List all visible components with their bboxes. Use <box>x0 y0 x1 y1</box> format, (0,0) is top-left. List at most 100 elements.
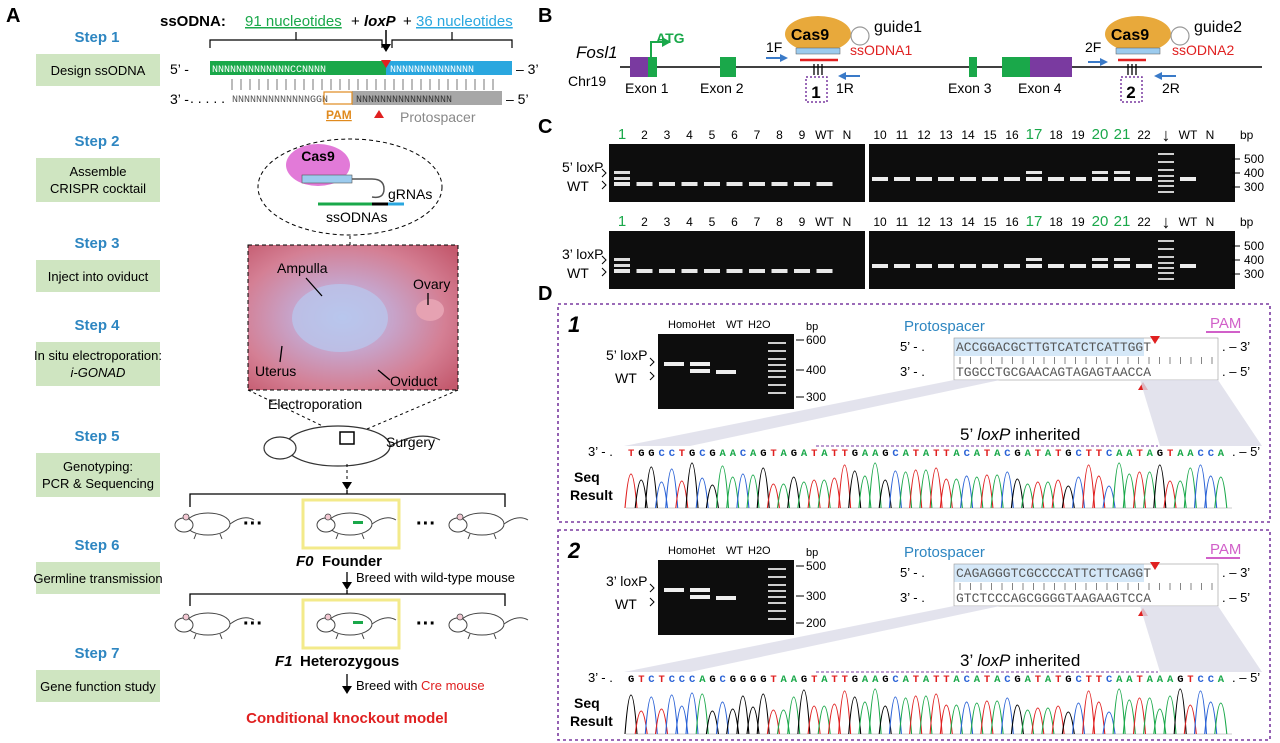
panel-d2-size-label: 300 <box>806 589 826 603</box>
panel-d2-base: T <box>943 674 949 686</box>
gel-top-size-label: 500 <box>1244 152 1264 166</box>
panel-d2-base: G <box>730 674 736 686</box>
gel-bottom-lane-label: 13 <box>939 215 953 229</box>
panel-d2-base: A <box>1116 674 1123 686</box>
protospacer-bar <box>352 91 502 105</box>
panel-d1-base: G <box>882 448 888 460</box>
panel-d1-ladder-band <box>768 350 786 352</box>
panel-d2-base: A <box>872 674 879 686</box>
arrowhead-icon <box>342 582 352 590</box>
gel-top-lane-label: 8 <box>776 128 783 142</box>
gel-top-band <box>1048 177 1064 181</box>
gel-top-band <box>1070 177 1086 181</box>
gel-bottom-band <box>1114 264 1130 268</box>
gel-top-band <box>894 177 910 181</box>
ampulla-label: Ampulla <box>277 260 328 276</box>
panel-d1-trace-peak <box>665 468 679 509</box>
panel-d1-loxp-label: 5’ loxP <box>606 347 648 363</box>
panel-d2-top-5: 5’ - . <box>900 565 925 580</box>
arrowhead-icon <box>780 54 788 62</box>
gel-bottom-lane-label: WT <box>1179 215 1198 229</box>
f1-bracket <box>189 590 506 606</box>
panel-d1-trace-peak <box>1051 479 1065 509</box>
panel-d2-base: T <box>1096 674 1102 686</box>
panel-d1-base: C <box>1106 448 1113 460</box>
step-3-text: Inject into oviduct <box>48 269 149 284</box>
panel-d1-base: G <box>791 448 797 460</box>
gel-bottom-lane-label: 3 <box>664 215 671 229</box>
gel-bottom-bp-label: bp <box>1240 215 1254 229</box>
gel-top-loxp-label: 5’ loxP <box>562 159 604 175</box>
panel-d1-trace-peak <box>980 474 994 509</box>
panel-d1-base: T <box>1096 448 1102 460</box>
gel-bottom-band <box>704 269 720 273</box>
gel-bottom-gel-right <box>869 231 1235 289</box>
bottom-strand-5: – 5’ <box>506 91 529 107</box>
ssodna-diagram: 5’ - NNNNNNNNNNNNNCCNNNN NNNNNNNNNNNNNN … <box>170 60 539 125</box>
gel-bottom-lane-label: 21 <box>1114 213 1131 230</box>
arrowhead-icon <box>342 482 352 490</box>
panel-d1-bot-3: 3’ - . <box>900 364 925 379</box>
panel-d2-trace-peak <box>919 695 933 735</box>
panel-d1-base: A <box>862 448 869 460</box>
panel-d2-base: C <box>689 674 696 686</box>
mouse-icon <box>316 612 397 640</box>
panel-d1-base: T <box>628 448 634 460</box>
gel-bottom-ladder-band <box>1158 262 1174 264</box>
panel-d1-base: A <box>953 448 960 460</box>
guide1-label: guide1 <box>874 19 922 36</box>
panel-d1-base: A <box>923 448 930 460</box>
panel-d1-inherited-num: 5’ <box>960 425 977 444</box>
panel-d2-duplex-box <box>953 563 1219 607</box>
gel-bottom-lane-label: N <box>1206 215 1215 229</box>
panel-d1-top-3: . – 3’ <box>1222 339 1250 354</box>
step-7-box <box>36 670 160 702</box>
panel-d2-base: T <box>984 674 990 686</box>
gel-bottom-ladder-band <box>1158 272 1174 274</box>
ssodna-plus-2: + <box>403 13 412 30</box>
panel-d1-ladder-band <box>768 376 786 378</box>
panel-d2-ladder-band <box>768 596 786 598</box>
cas9-guide2-icon <box>1105 16 1171 52</box>
gel-bottom-band <box>982 264 998 268</box>
gel-bottom-lane-label: 5 <box>709 215 716 229</box>
panel-d2-base: C <box>720 674 727 686</box>
mouse-icon <box>316 512 397 540</box>
panel-d2-base: T <box>1187 674 1193 686</box>
panel-d2-trace-peak <box>756 693 770 735</box>
oviduct-tissue <box>292 284 388 352</box>
panel-d1-base: C <box>892 448 899 460</box>
ovary-tissue <box>416 299 444 321</box>
f1-mice <box>174 612 529 640</box>
panel-d2-trace-peak <box>838 690 852 735</box>
panel-d1-base: T <box>770 448 776 460</box>
breeding-tree: ··· ··· F0 Founder Breed with wild-type … <box>174 490 529 727</box>
panel-d1-band-het-wt <box>690 369 710 373</box>
edited-allele-mark <box>353 521 363 524</box>
panel-d2-base: C <box>1106 674 1113 686</box>
electroporation-label: Electroporation <box>268 396 362 412</box>
gel-top-band <box>1092 171 1108 174</box>
panel-d2-trace-peak <box>909 695 923 735</box>
final-model-label: Conditional knockout model <box>246 710 448 727</box>
panel-d2-base: T <box>659 674 665 686</box>
panel-d2-ladder-band <box>768 618 786 620</box>
panel-d2-trace-peak <box>1082 690 1096 735</box>
panel-d2-base: A <box>1025 674 1032 686</box>
gel-top-band <box>938 177 954 181</box>
mouse-icon <box>448 512 529 540</box>
gel-bottom-lane-label: 17 <box>1026 213 1043 230</box>
panel-d2-ladder-band <box>768 576 786 578</box>
atg-label: ATG <box>656 30 685 46</box>
gel-bottom-lane-label: 18 <box>1049 215 1063 229</box>
top-strand-5: 5’ - <box>170 61 189 77</box>
arrowhead-icon <box>1100 58 1108 66</box>
panel-d2-pam-label: PAM <box>1210 541 1241 558</box>
gel-bottom-lane-label: 1 <box>618 213 626 230</box>
panel-d2-trace-peak <box>1092 701 1106 735</box>
panel-d1-base: T <box>679 448 685 460</box>
panel-d2-trace-peak <box>868 688 882 735</box>
panel-d1-base: T <box>933 448 939 460</box>
